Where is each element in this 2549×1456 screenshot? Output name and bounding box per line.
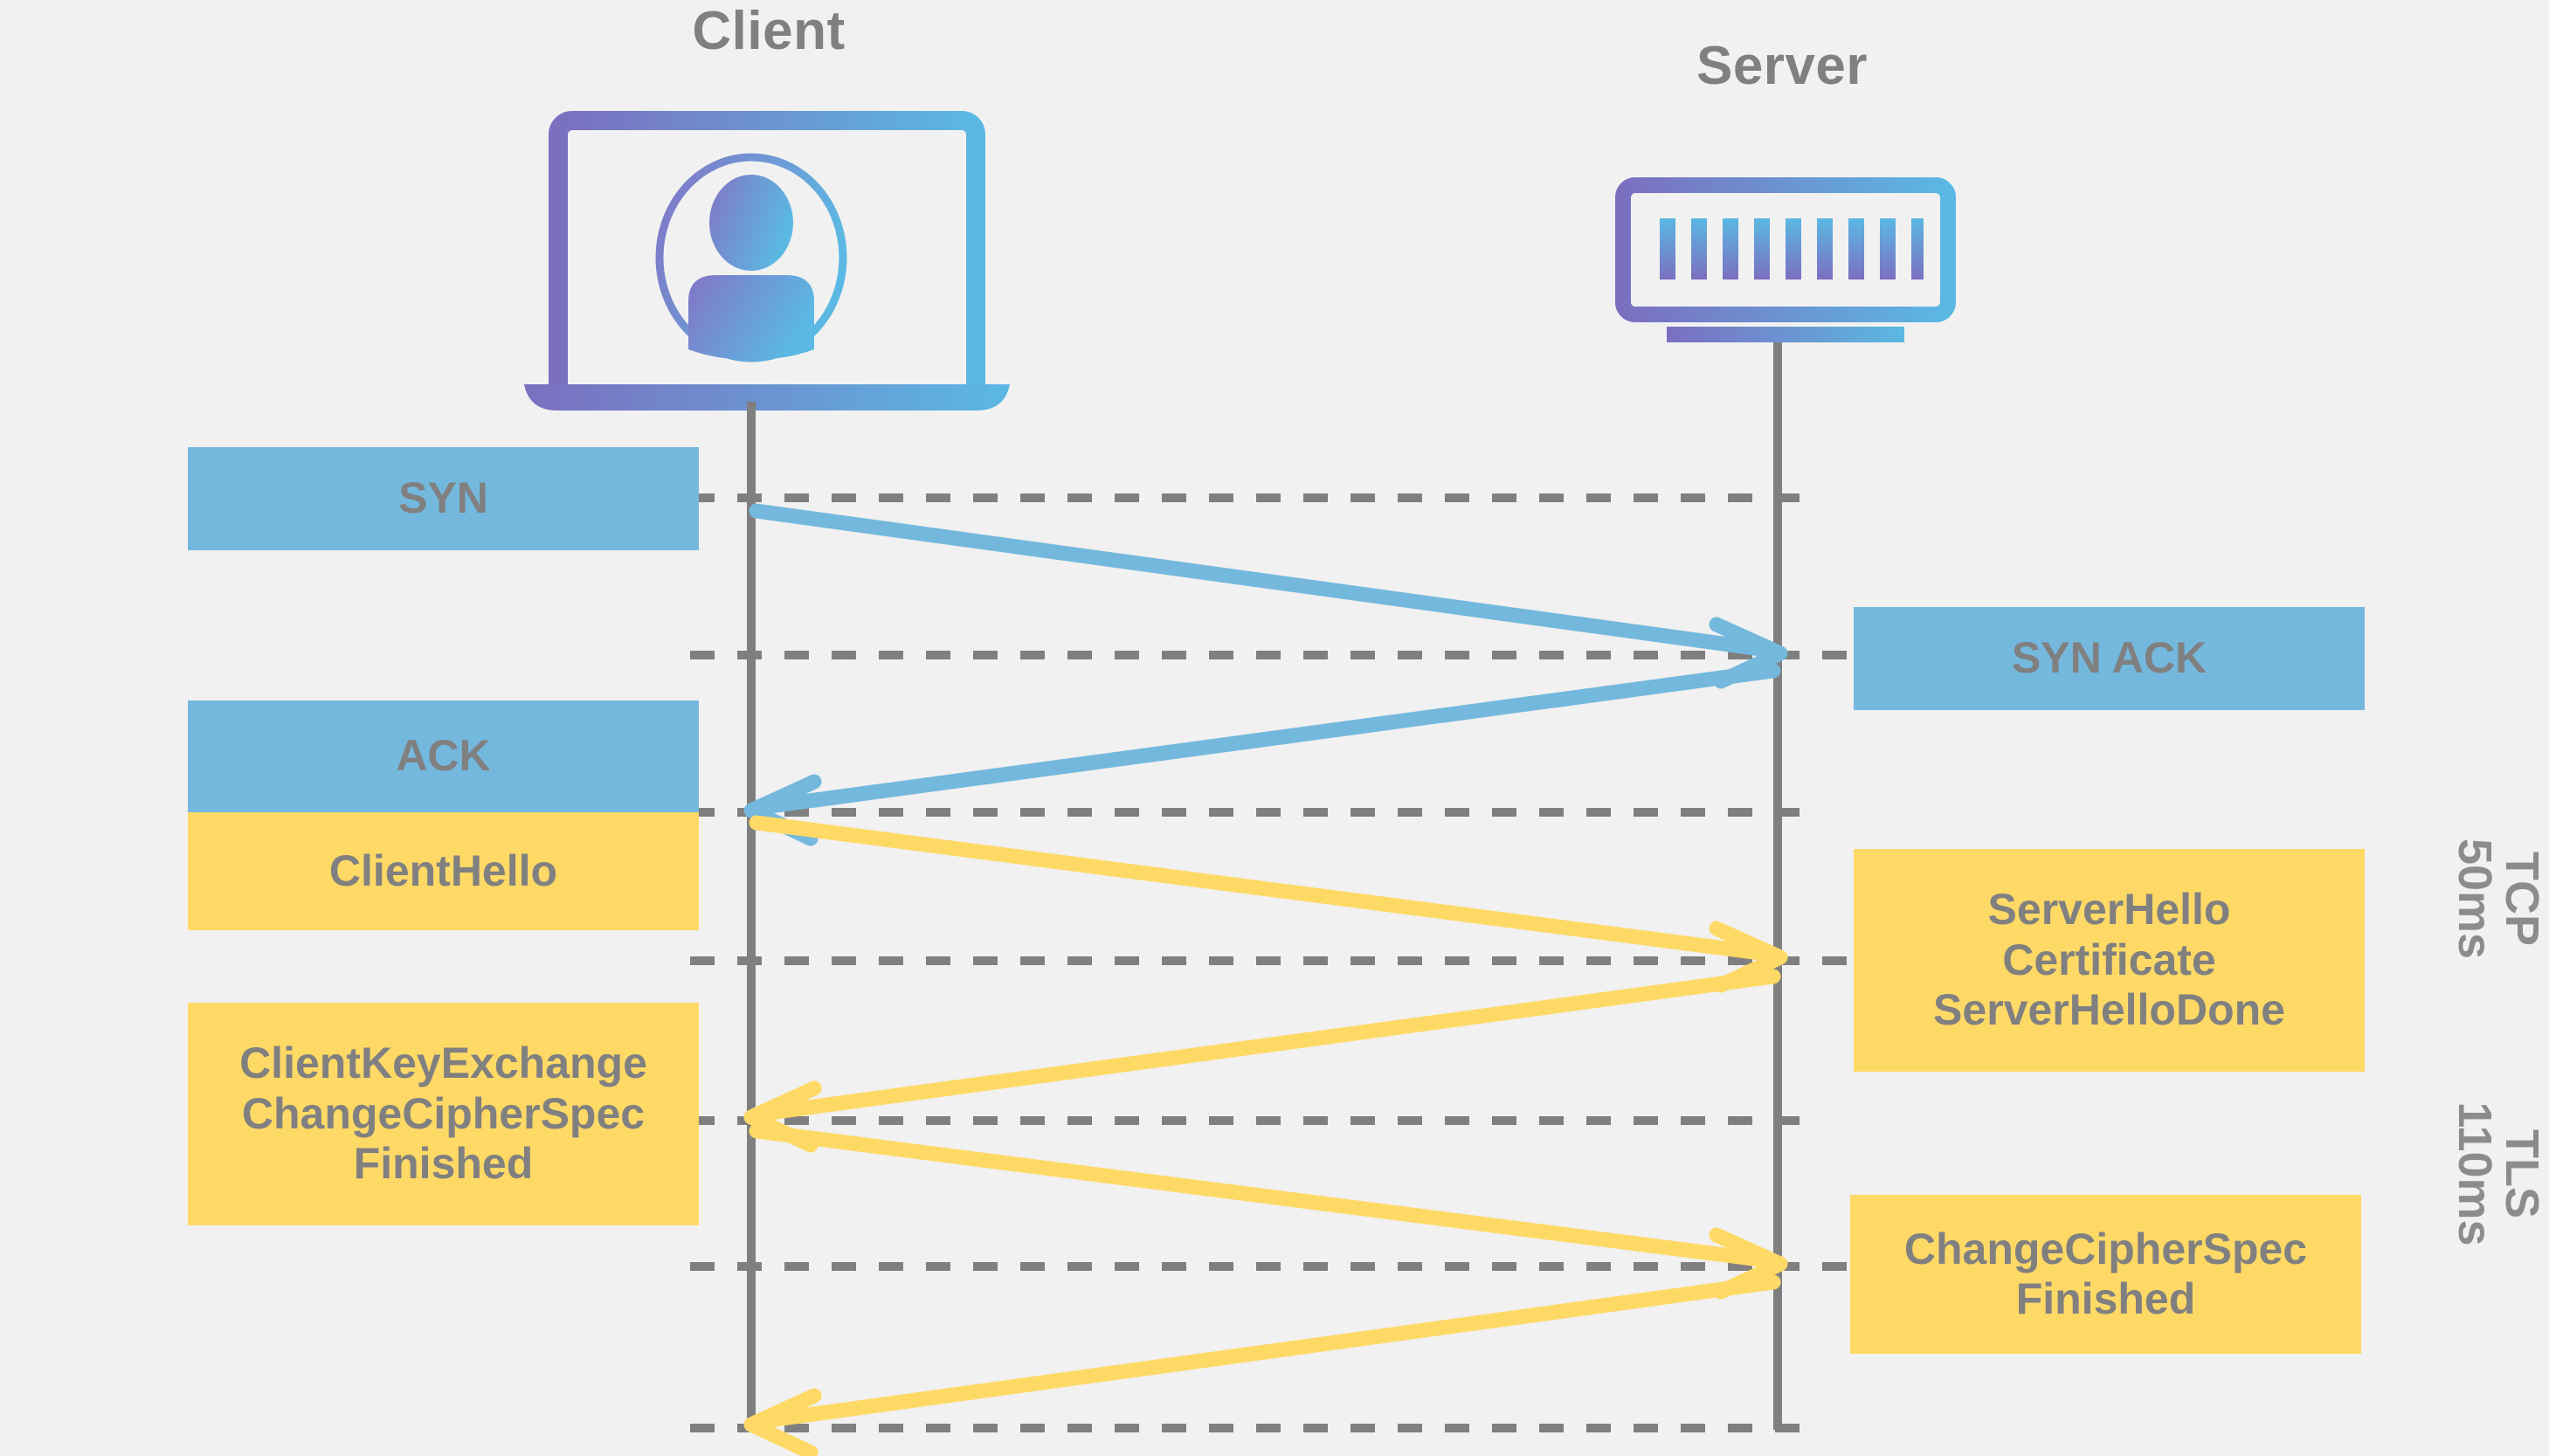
message-label: ClientKeyExchange ChangeCipherSpec Finis…	[239, 1039, 647, 1189]
server-rack-icon	[1615, 177, 1956, 342]
message-label: ChangeCipherSpec Finished	[1903, 1224, 2308, 1324]
message-label: ACK	[396, 731, 491, 781]
message-label: ClientHello	[328, 845, 558, 895]
phase-label-tls: TLS 110ms	[2449, 1101, 2548, 1246]
message-label: SYN ACK	[2011, 633, 2207, 683]
message-box-syn-ack[interactable]: SYN ACK	[1854, 607, 2365, 710]
message-box-client-hello[interactable]: ClientHello	[188, 812, 699, 930]
server-label: Server	[1696, 36, 1869, 96]
message-label: ServerHello Certificate ServerHelloDone	[1933, 885, 2285, 1035]
message-box-ack[interactable]: ACK	[188, 700, 699, 812]
phase-label-tcp: TCP 50ms	[2449, 838, 2548, 960]
message-label: SYN	[398, 473, 488, 523]
message-box-server-hello[interactable]: ServerHello Certificate ServerHelloDone	[1854, 849, 2365, 1072]
message-box-client-key-exchange[interactable]: ClientKeyExchange ChangeCipherSpec Finis…	[188, 1003, 699, 1225]
message-box-syn[interactable]: SYN	[188, 447, 699, 550]
laptop-user-icon	[524, 111, 1010, 411]
message-box-change-cipher-spec[interactable]: ChangeCipherSpec Finished	[1850, 1195, 2361, 1354]
client-label: Client	[692, 1, 846, 61]
dashed-guides	[690, 493, 1869, 1432]
arrow-change-cipher-spec	[743, 1274, 1781, 1456]
